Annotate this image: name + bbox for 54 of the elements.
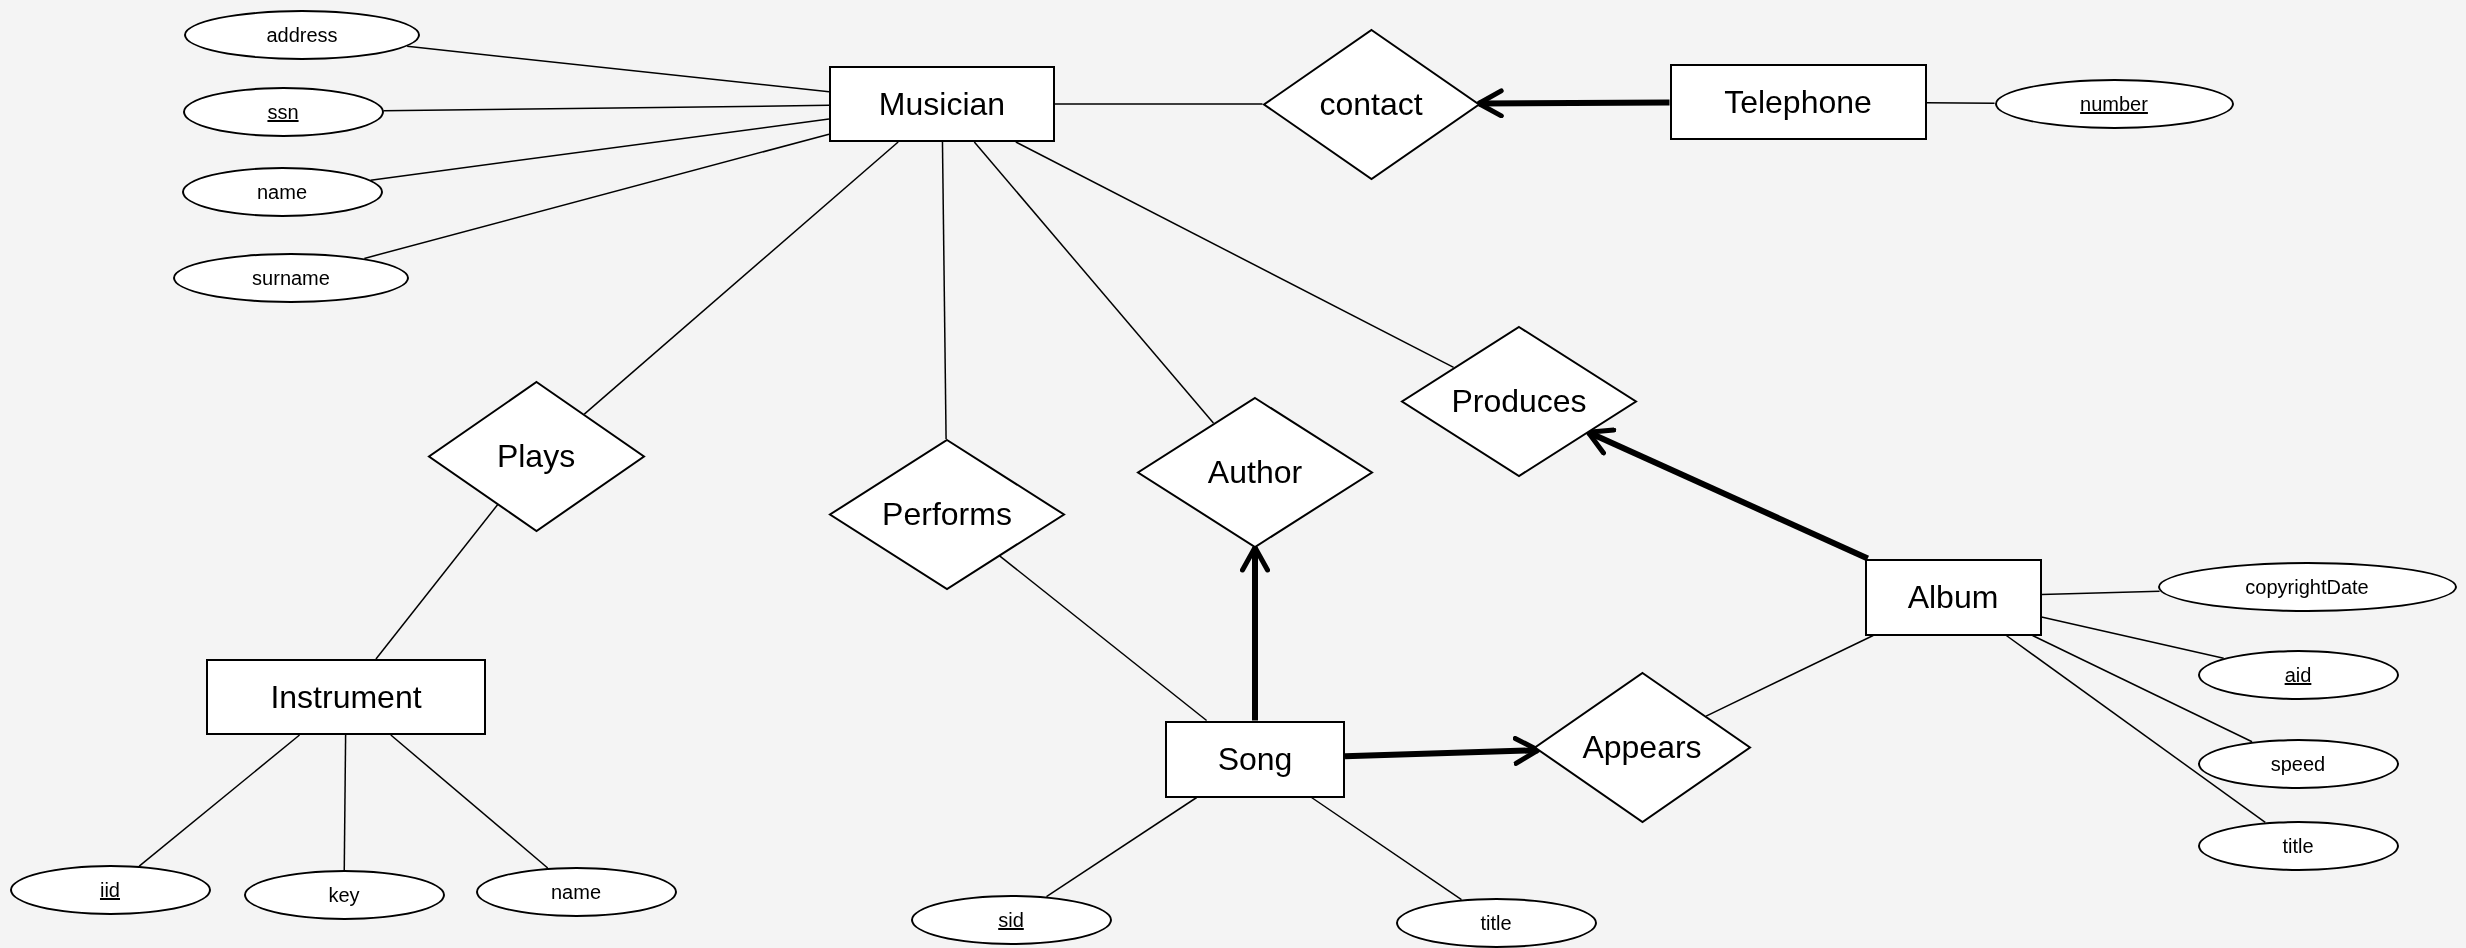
connector-line [363,133,830,260]
attribute-label: ssn [267,100,299,124]
connector-line [369,118,830,181]
entity-box [1165,720,1345,798]
attribute-label: surname [252,266,330,290]
connector-line [1705,634,1874,717]
attribute-label: title [2282,834,2314,858]
relationship-label: contact [1319,85,1423,123]
relationship-label: Author [1207,453,1303,491]
arrow [1240,545,1270,721]
connector-line [406,45,830,93]
attribute-label: number [2080,92,2148,116]
attribute-label: sid [998,908,1024,932]
relationship-label: Appears [1582,728,1702,766]
entity-label: Instrument [270,678,422,716]
relationship-label: Plays [496,437,576,475]
entity-box [206,659,486,735]
connector-line [343,734,347,871]
entity-label: Musician [878,85,1006,123]
attribute-label: copyrightDate [2245,575,2369,599]
connector-line [973,141,1215,424]
attribute-label: iid [100,878,120,902]
attribute-label: title [1480,911,1512,935]
attribute-label: address [266,23,338,47]
arrow [1476,88,1670,119]
attribute-label: speed [2270,752,2326,776]
connector-line [375,504,499,660]
connector-line [1015,141,1455,369]
connector-line [583,141,899,415]
entity-box [1669,64,1927,140]
arrow [1344,735,1541,766]
entity-label: Telephone [1724,83,1872,121]
entity-box [1864,558,2042,636]
connector-line [390,734,549,869]
connector-line [382,104,830,112]
connector-line [1054,103,1264,105]
connector-line [1310,796,1463,901]
connector-line [941,141,947,440]
attribute-label: key [328,883,360,907]
connector-line [998,555,1208,722]
connector-line [138,734,301,867]
entity-label: Album [1907,578,1999,616]
connector-line [1925,102,1996,104]
entity-box [829,66,1055,142]
connector-line [2040,616,2225,659]
connector-line [2005,634,2266,824]
connector-line [1045,796,1198,898]
arrow [1585,427,1869,562]
attribute-label: aid [2284,663,2312,687]
entity-label: Song [1217,740,1293,778]
attribute-label: name [257,180,307,204]
attribute-label: name [551,880,601,904]
relationship-label: Produces [1451,382,1587,420]
relationship-label: Performs [882,495,1012,533]
